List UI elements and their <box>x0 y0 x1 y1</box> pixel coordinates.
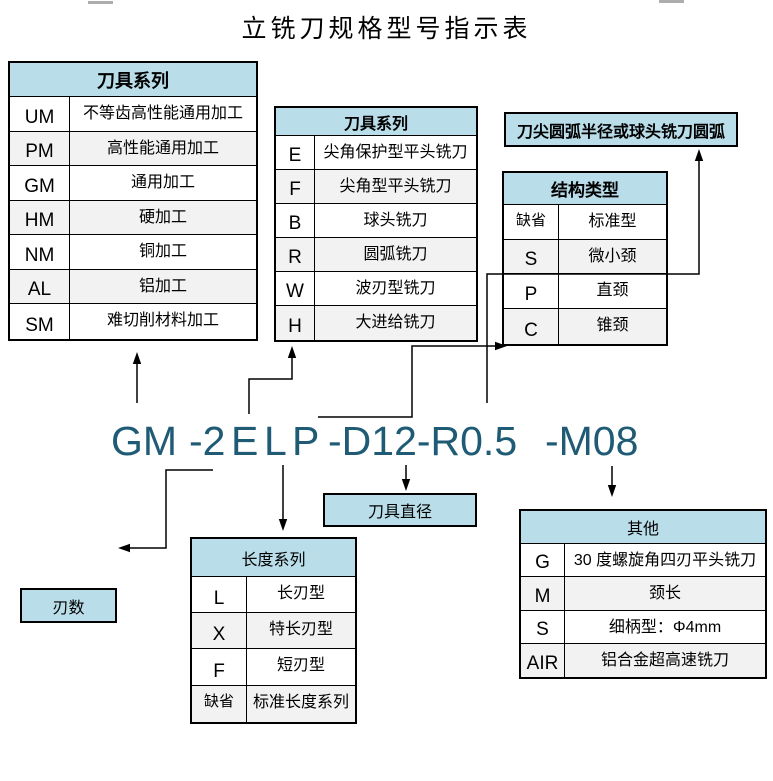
connector-p-to-structure <box>318 345 496 418</box>
model-seg-flutes: -2 <box>189 418 226 464</box>
arrowhead-up <box>694 149 704 161</box>
model-seg-length: L <box>264 418 287 464</box>
clipped-artifact-right <box>659 0 684 3</box>
model-seg-series: GM <box>111 418 178 464</box>
table-header: 刀具系列 <box>10 63 256 97</box>
arrowhead-up <box>287 346 297 358</box>
label-flute-count: 刃数 <box>20 588 117 623</box>
arrowhead-down <box>278 519 288 531</box>
model-seg-neck: P <box>292 418 320 464</box>
table-header: 刀具系列 <box>276 108 476 136</box>
table-row: 缺省标准型 <box>504 205 666 240</box>
connector-e-to-series-mid <box>248 358 293 414</box>
clipped-artifact-left <box>88 1 113 4</box>
arrowhead-down <box>401 479 411 491</box>
arrowhead-down <box>607 485 617 497</box>
table-header: 长度系列 <box>192 539 355 577</box>
table-header: 其他 <box>521 511 765 544</box>
table-header: 结构类型 <box>504 173 666 205</box>
page-title: 立铣刀规格型号指示表 <box>241 16 532 43</box>
model-seg-edge: E <box>231 418 259 464</box>
model-seg-other: -M08 <box>545 418 639 464</box>
arrowhead-left <box>118 543 130 553</box>
table-row: 缺省标准长度系列 <box>192 685 355 722</box>
label-diameter: 刀具直径 <box>323 493 477 527</box>
arrowhead-up <box>132 352 142 364</box>
model-seg-diameter-radius: -D12-R0.5 <box>328 418 518 464</box>
label-tip-radius: 刀尖圆弧半径或球头铣刀圆弧 <box>504 112 738 147</box>
